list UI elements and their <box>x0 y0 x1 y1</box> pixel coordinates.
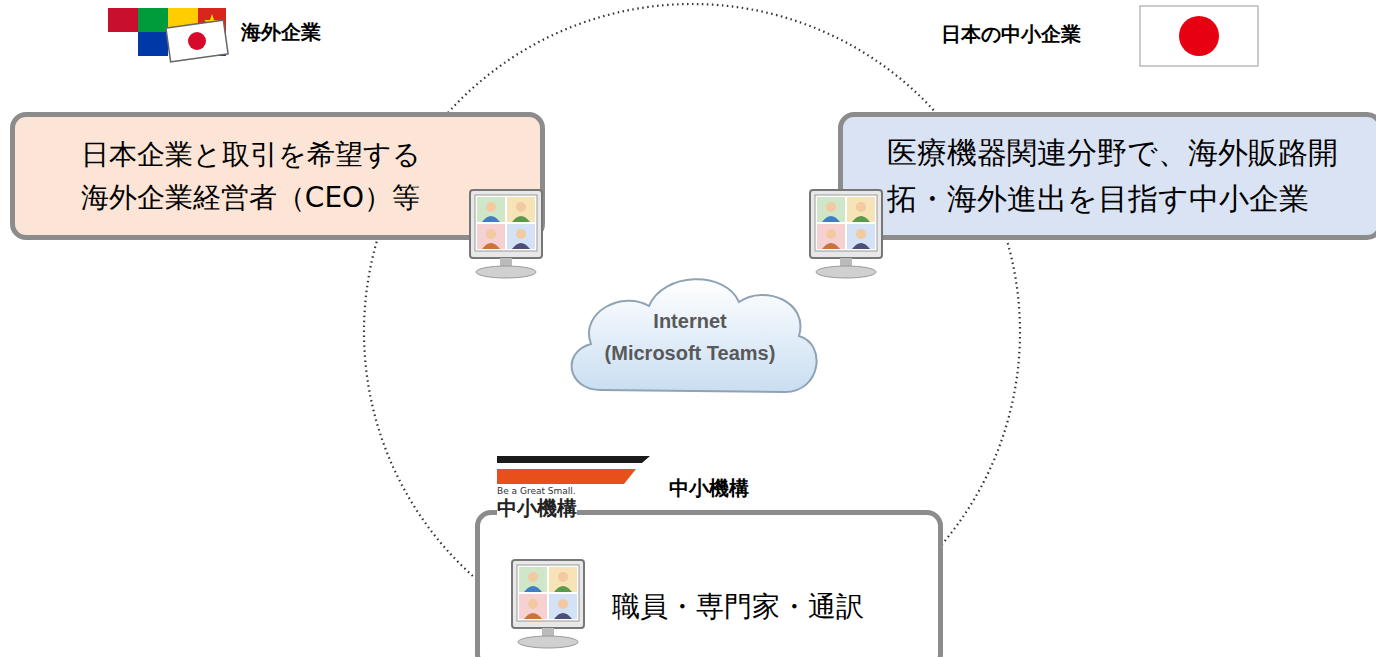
box-heading: 中小機構 <box>669 475 749 502</box>
box-description: 医療機器関連分野で、海外販路開 拓・海外進出を目指す中小企業 <box>887 130 1358 223</box>
japan-flag <box>1140 6 1258 66</box>
monitor-icon <box>810 190 882 278</box>
japanese-sme-box: 日本の中小企業医療機器関連分野で、海外販路開 拓・海外進出を目指す中小企業 <box>838 112 1376 240</box>
box-heading: 海外企業 <box>241 19 321 46</box>
logo-stripes <box>497 456 650 484</box>
box-description: 日本企業と取引を希望する 海外企業経営者（CEO）等 <box>53 133 448 220</box>
cloud-label: Internet <box>653 305 726 337</box>
cloud-outline <box>553 262 827 412</box>
cloud-shape <box>572 279 817 392</box>
logo-wordmark: 中小機構 <box>497 497 577 519</box>
box-description: 職員・専門家・通訳 <box>612 585 918 628</box>
overseas-company-box: 海外企業日本企業と取引を希望する 海外企業経営者（CEO）等 <box>10 112 545 240</box>
internet-cloud: Internet(Microsoft Teams) <box>553 262 827 412</box>
monitor-icon <box>470 190 542 278</box>
logo-slogan: Be a Great Small. <box>497 487 576 497</box>
box-heading: 日本の中小企業 <box>941 21 1081 48</box>
flags-icon <box>108 8 228 62</box>
smrj-box: 中小機構職員・専門家・通訳 <box>475 510 943 657</box>
monitor-icon <box>512 560 584 648</box>
cloud-label: (Microsoft Teams) <box>605 337 776 369</box>
